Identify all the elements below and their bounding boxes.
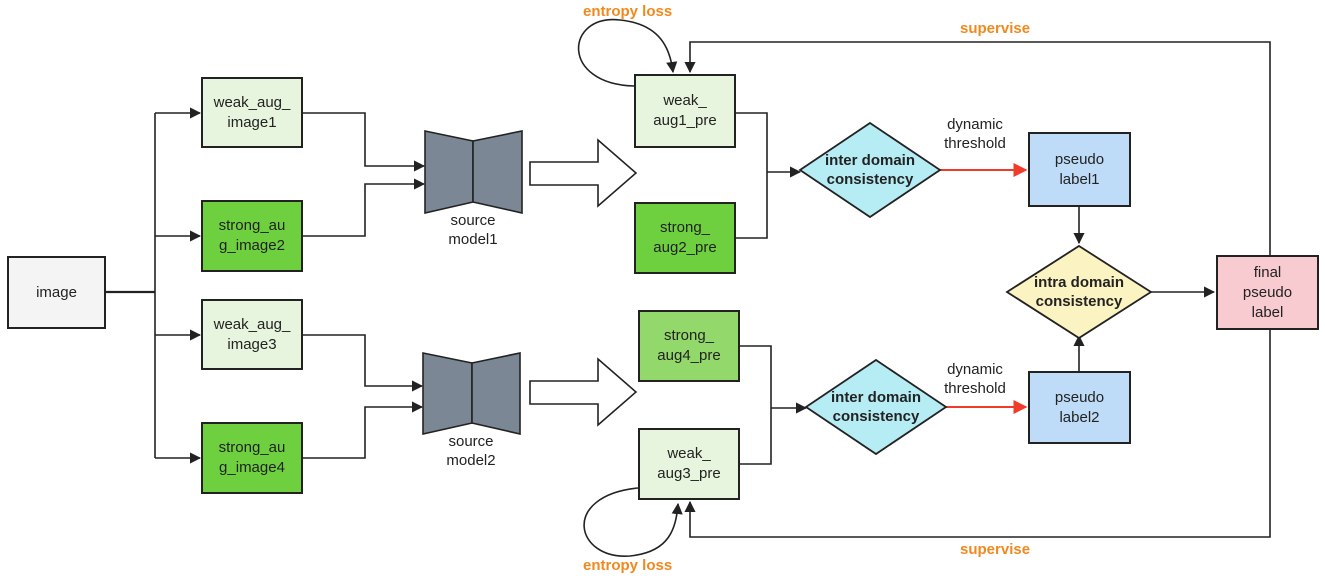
weak-aug-image1-node: weak_aug_ image1 <box>201 77 303 148</box>
source-model1-label: source model1 <box>448 212 498 248</box>
edge-entropy-loop-bottom <box>583 487 683 557</box>
entropy-loss-label-top: entropy loss <box>583 3 673 20</box>
final-pseudo-label-node: final pseudo label <box>1216 255 1319 330</box>
intra-domain-consistency: intra domain consistency <box>1033 274 1124 310</box>
source-model2-shape <box>422 352 521 436</box>
inter-domain-consistency-2: inter domain consistency <box>830 389 921 425</box>
weak-aug3-pre-node: weak_ aug3_pre <box>638 428 740 500</box>
hollow-arrow-2 <box>529 357 638 427</box>
weak-aug-image3-node: weak_aug_ image3 <box>201 299 303 370</box>
edge-supervise-top <box>684 41 1271 255</box>
edge-entropy-loop-top <box>577 18 678 87</box>
edge-strong2-to-model1 <box>303 178 426 237</box>
intra-domain-shape <box>1005 244 1153 340</box>
pseudo-label2-node: pseudo label2 <box>1028 371 1131 444</box>
inter-domain-2-shape <box>804 358 948 456</box>
dynamic-threshold-label-2: dynamic threshold <box>944 361 1006 397</box>
entropy-loss-label-bottom: entropy loss <box>583 557 673 574</box>
supervise-label-top: supervise <box>960 20 1031 37</box>
weak-aug1-pre-node: weak_ aug1_pre <box>634 74 736 148</box>
strong-aug-image2-node: strong_au g_image2 <box>201 200 303 272</box>
pseudo-label1-node: pseudo label1 <box>1028 132 1131 207</box>
source-model1-shape <box>424 130 523 215</box>
dynamic-threshold-label-1: dynamic threshold <box>944 116 1006 152</box>
strong-aug4-pre-node: strong_ aug4_pre <box>638 310 740 382</box>
edge-supervise-bottom <box>684 330 1271 538</box>
edge-weak1pre-to-inter1 <box>736 112 768 239</box>
inter-domain-1-shape <box>798 121 942 219</box>
edge-weak3-to-model2 <box>303 334 424 392</box>
strong-aug2-pre-node: strong_ aug2_pre <box>634 202 736 274</box>
strong-aug-image4-node: strong_au g_image4 <box>201 422 303 494</box>
edge-strong4pre-to-inter2 <box>740 345 772 465</box>
source-model2-label: source model2 <box>446 433 496 469</box>
edge-weak1-to-model1 <box>303 112 426 172</box>
inter-domain-consistency-1: inter domain consistency <box>824 152 915 188</box>
edge-strong4-to-model2 <box>303 401 424 459</box>
image-node: image <box>7 256 106 329</box>
hollow-arrow-1 <box>529 138 638 208</box>
supervise-label-bottom: supervise <box>960 541 1031 558</box>
